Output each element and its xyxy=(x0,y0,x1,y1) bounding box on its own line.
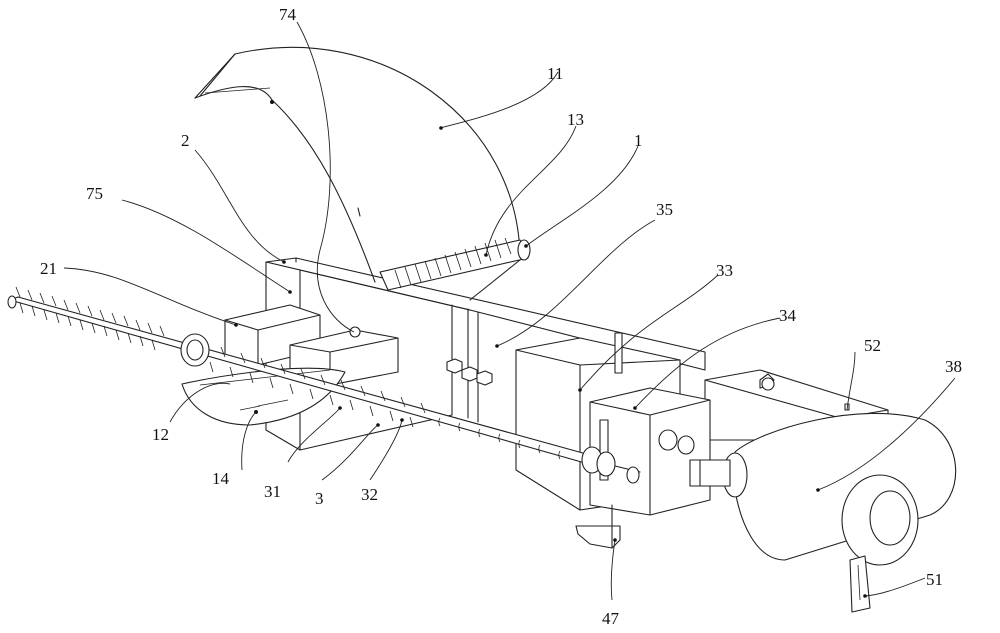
label-75: 75 xyxy=(86,184,103,203)
label-52: 52 xyxy=(864,336,881,355)
spring xyxy=(379,237,531,291)
label-74: 74 xyxy=(279,5,297,24)
label-14: 14 xyxy=(212,469,230,488)
label-11: 11 xyxy=(547,64,563,83)
gearbox xyxy=(589,387,711,516)
lower-guard xyxy=(181,367,346,426)
label-21: 21 xyxy=(40,259,57,278)
label-3: 3 xyxy=(315,489,324,508)
bolt-nuts xyxy=(446,358,493,386)
label-47: 47 xyxy=(602,609,620,628)
lower-bracket xyxy=(575,504,621,549)
anchor-dots xyxy=(234,126,867,598)
label-13: 13 xyxy=(567,110,584,129)
label-33: 33 xyxy=(716,261,733,280)
label-34: 34 xyxy=(779,306,797,325)
reference-labels: 74 11 13 1 2 75 35 33 21 34 52 38 12 14 … xyxy=(40,5,962,628)
label-12: 12 xyxy=(152,425,169,444)
bracket xyxy=(849,555,871,613)
label-31: 31 xyxy=(264,482,281,501)
label-51: 51 xyxy=(926,570,943,589)
label-32: 32 xyxy=(361,485,378,504)
motor xyxy=(689,412,957,566)
hood-cover xyxy=(194,46,521,301)
label-2: 2 xyxy=(181,131,190,150)
label-1: 1 xyxy=(634,131,643,150)
label-35: 35 xyxy=(656,200,673,219)
leader-lines xyxy=(63,21,956,601)
serrated-rod xyxy=(7,286,641,484)
label-38: 38 xyxy=(945,357,962,376)
